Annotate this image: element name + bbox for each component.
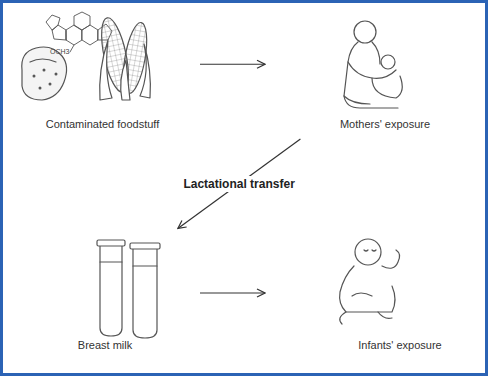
node-caption: Contaminated foodstuff [46,117,160,131]
illustrated-node: Mothers' exposure [300,8,470,133]
mother-icon [344,21,402,108]
node-caption: Mothers' exposure [340,117,430,131]
illustrated-node: Contaminated foodstuff [15,8,190,133]
illustrated-node: Breast milk [20,232,190,354]
corn-icon [96,16,151,100]
formula-label: OCH3 [50,48,69,55]
milk-tubes-icon [97,240,160,338]
illustrated-node: Infants' exposure [320,232,480,354]
flow-arrow [200,292,265,293]
node-caption: Infants' exposure [358,338,441,352]
flow-arrow [200,64,265,65]
flow-arrow [178,139,301,229]
node-caption: Breast milk [78,338,132,352]
infant-icon [340,239,400,324]
edge-label: Lactational transfer [180,176,297,192]
